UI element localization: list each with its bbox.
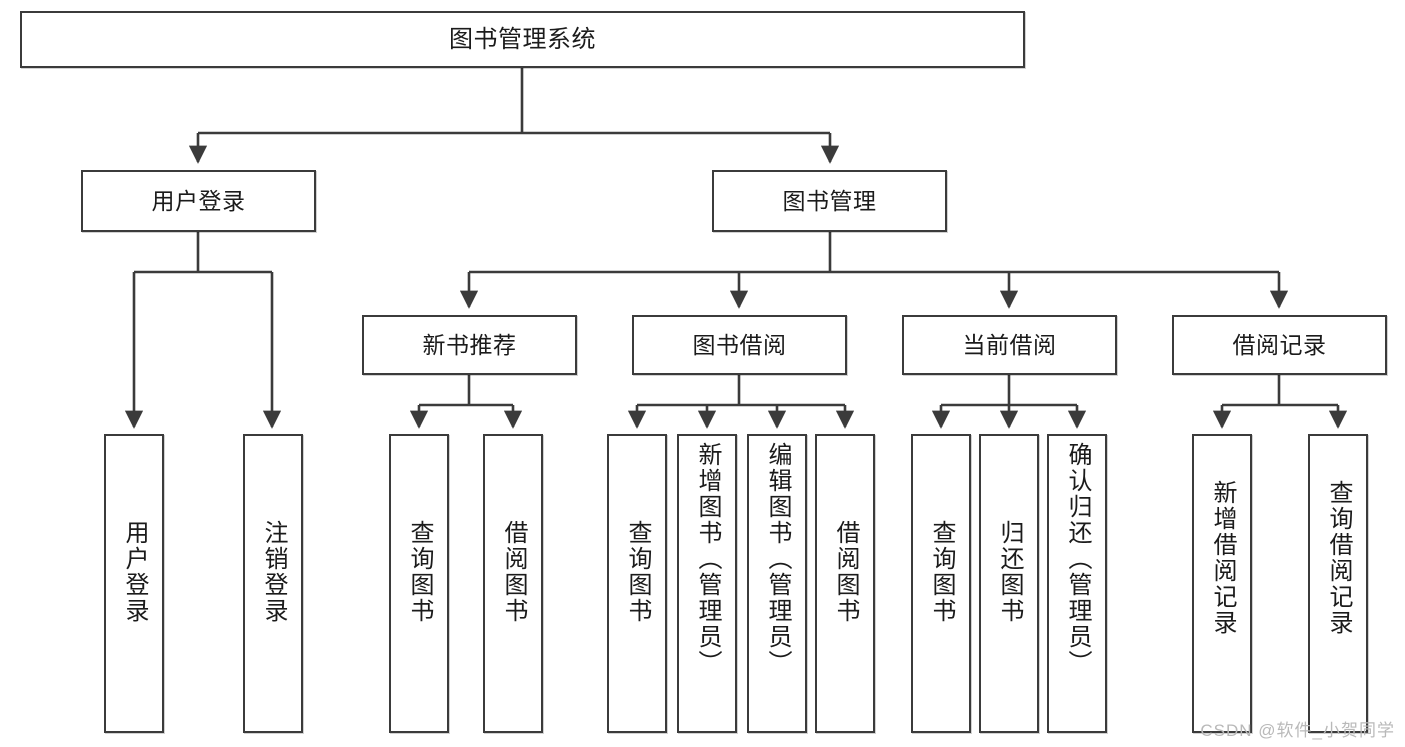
node-leaf-confirm-return-label: 确认归还（管理员） bbox=[1064, 442, 1091, 676]
node-leaf-query-book-1[interactable]: 查询图书 bbox=[389, 434, 449, 733]
node-leaf-return-book[interactable]: 归还图书 bbox=[979, 434, 1039, 733]
node-book-manage-label: 图书管理 bbox=[782, 187, 877, 214]
node-leaf-borrow-book-1-label: 借阅图书 bbox=[500, 520, 527, 624]
node-leaf-add-record[interactable]: 新增借阅记录 bbox=[1192, 434, 1252, 733]
node-current-borrow[interactable]: 当前借阅 bbox=[902, 315, 1117, 375]
node-leaf-query-record-label: 查询借阅记录 bbox=[1325, 480, 1352, 636]
node-user-login-label: 用户登录 bbox=[151, 187, 246, 214]
node-leaf-query-record[interactable]: 查询借阅记录 bbox=[1308, 434, 1368, 733]
node-leaf-query-book-3[interactable]: 查询图书 bbox=[911, 434, 971, 733]
node-leaf-logout-login-label: 注销登录 bbox=[260, 520, 287, 624]
node-leaf-add-book[interactable]: 新增图书（管理员） bbox=[677, 434, 737, 733]
node-new-book-recommend[interactable]: 新书推荐 bbox=[362, 315, 577, 375]
node-root-label: 图书管理系统 bbox=[449, 25, 596, 53]
node-leaf-edit-book[interactable]: 编辑图书（管理员） bbox=[747, 434, 807, 733]
node-leaf-query-book-1-label: 查询图书 bbox=[406, 520, 433, 624]
node-borrow-record[interactable]: 借阅记录 bbox=[1172, 315, 1387, 375]
node-leaf-add-record-label: 新增借阅记录 bbox=[1209, 480, 1236, 636]
csdn-watermark: CSDN @软件_小贺同学 bbox=[1200, 721, 1395, 740]
node-new-book-recommend-label: 新书推荐 bbox=[422, 331, 517, 358]
node-leaf-borrow-book-2-label: 借阅图书 bbox=[832, 520, 859, 624]
node-borrow-record-label: 借阅记录 bbox=[1232, 331, 1327, 358]
node-book-borrow[interactable]: 图书借阅 bbox=[632, 315, 847, 375]
node-leaf-query-book-2[interactable]: 查询图书 bbox=[607, 434, 667, 733]
node-leaf-borrow-book-1[interactable]: 借阅图书 bbox=[483, 434, 543, 733]
node-leaf-edit-book-label: 编辑图书（管理员） bbox=[764, 442, 791, 676]
node-book-borrow-label: 图书借阅 bbox=[692, 331, 787, 358]
node-book-manage[interactable]: 图书管理 bbox=[712, 170, 947, 232]
node-leaf-borrow-book-2[interactable]: 借阅图书 bbox=[815, 434, 875, 733]
node-leaf-logout-login[interactable]: 注销登录 bbox=[243, 434, 303, 733]
node-user-login[interactable]: 用户登录 bbox=[81, 170, 316, 232]
node-leaf-query-book-2-label: 查询图书 bbox=[624, 520, 651, 624]
node-leaf-query-book-3-label: 查询图书 bbox=[928, 520, 955, 624]
node-root[interactable]: 图书管理系统 bbox=[20, 11, 1025, 68]
node-leaf-confirm-return[interactable]: 确认归还（管理员） bbox=[1047, 434, 1107, 733]
node-leaf-add-book-label: 新增图书（管理员） bbox=[694, 442, 721, 676]
node-leaf-user-login[interactable]: 用户登录 bbox=[104, 434, 164, 733]
node-leaf-user-login-label: 用户登录 bbox=[121, 520, 148, 624]
node-leaf-return-book-label: 归还图书 bbox=[996, 520, 1023, 624]
node-current-borrow-label: 当前借阅 bbox=[962, 331, 1057, 358]
